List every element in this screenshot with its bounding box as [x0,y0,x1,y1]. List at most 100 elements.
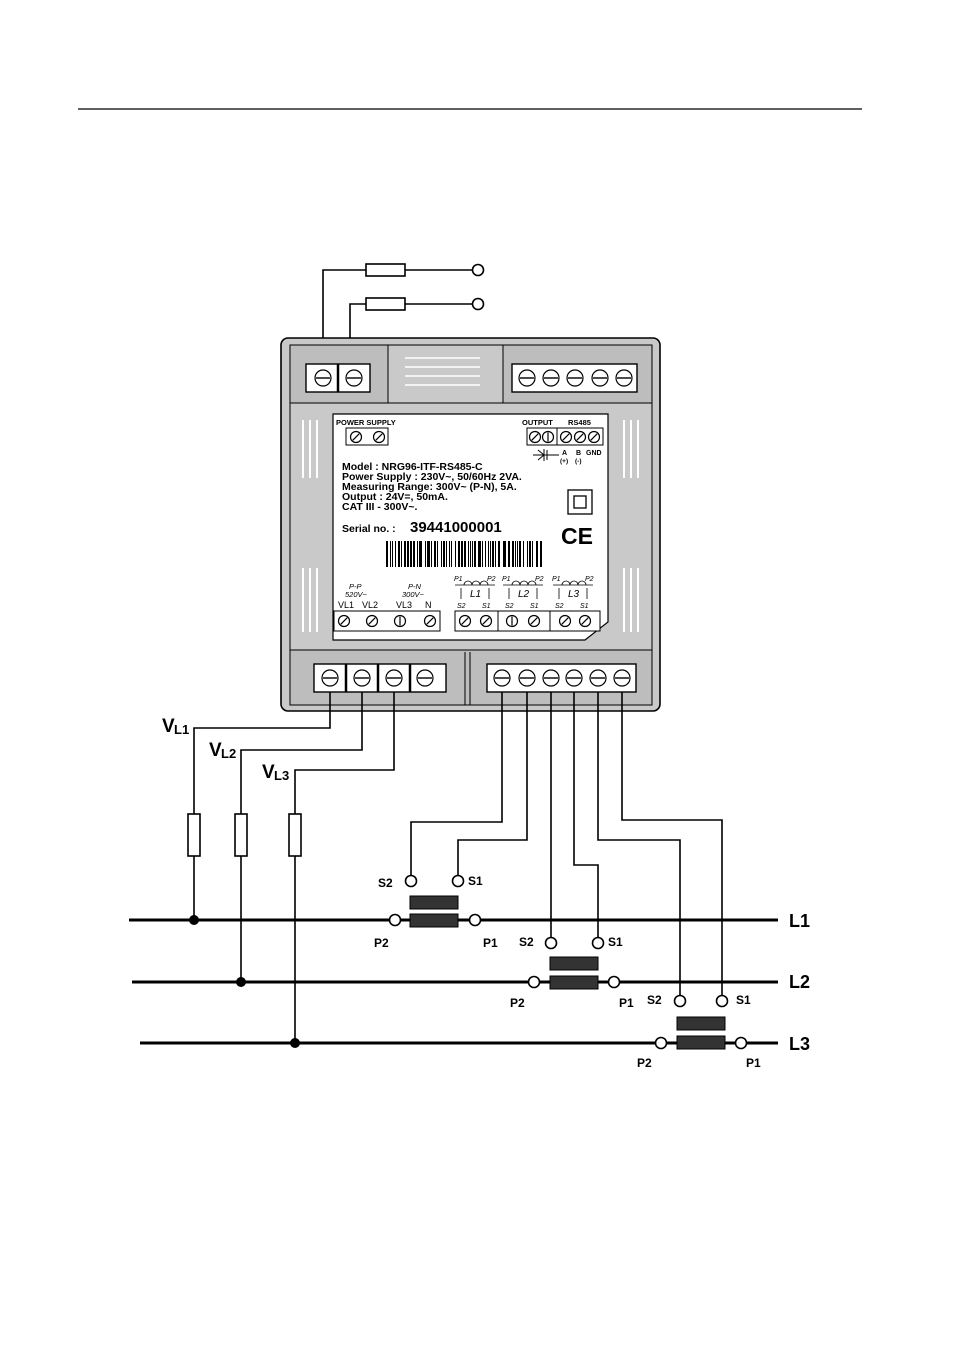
ct-l1-p1: P1 [483,936,498,950]
voltage-screw-2 [353,669,371,687]
current-screw-5 [589,669,607,687]
supply-fuse-1 [365,263,406,277]
spec-line-model: Model : NRG96-ITF-RS485-C [342,461,483,473]
ct-l2-s1: S1 [608,935,623,949]
voltage-screw-1 [321,669,339,687]
spec-line-output: Output : 24V=, 50mA. [342,491,448,503]
line-label-l3: L3 [789,1034,810,1054]
ct-l1-p2: P2 [374,936,389,950]
ct-symbol-s1: S1 [580,603,589,610]
label-voltage-screws [333,610,441,632]
vl3-label: V L3 [262,762,289,783]
output-label: OUTPUT [522,418,553,427]
ct-l3-p1: P1 [746,1056,761,1070]
ct-l1: S2 S1 P2 P1 [374,874,498,950]
ct-l3-s2: S2 [647,993,662,1007]
label-bottom-screw-3 [393,614,407,628]
transistor-icon [533,449,559,461]
comm-screw-2 [542,369,560,387]
junction-l3 [290,1038,300,1048]
ce-mark: CE [561,523,593,549]
label-bottom-screw-8 [527,614,541,628]
ct-l3-s1: S1 [736,993,751,1007]
rs485-a-polarity: (+) [560,458,568,465]
ct-l2: S2 S1 P2 P1 [510,935,634,1010]
vl2-label-main: V [209,740,222,761]
label-bottom-screw-5 [458,614,472,628]
voltage-screw-4 [416,669,434,687]
current-screw-2 [518,669,536,687]
supply-fuse-2 [365,297,406,311]
vl3-terminal-label: VL3 [396,600,412,610]
spec-line-power: Power Supply : 230V~, 50/60Hz 2VA. [342,471,522,483]
spec-line-range: Measuring Range: 300V~ (P-N), 5A. [342,481,517,493]
pn-label: P-N [408,582,422,591]
label-ct3-screws [549,610,601,632]
vl3-label-sub: L3 [274,768,289,783]
current-screw-6 [613,669,631,687]
power-supply-label: POWER SUPPLY [336,418,396,427]
label-top-screw-4 [541,430,555,444]
label-top-screw-1 [349,430,363,444]
line-label-l2: L2 [789,972,810,992]
junction-l2 [236,977,246,987]
serial-label: Serial no. : [342,523,396,535]
voltage-fuse-l1 [187,813,201,857]
comm-screw-5 [615,369,633,387]
comm-screw-1 [518,369,536,387]
label-bottom-screw-7 [505,614,519,628]
ct-l3: S2 S1 P2 P1 [637,993,761,1070]
vl1-label-main: V [162,716,175,737]
vl2-label-sub: L2 [221,746,236,761]
ct-symbol-line: L2 [518,589,530,600]
voltage-fuse-l2 [234,813,248,857]
label-bottom-screw-10 [578,614,592,628]
ct-symbol-p1: P1 [502,576,511,583]
ct-symbol-p2: P2 [487,576,496,583]
current-screw-4 [565,669,583,687]
supply-terminal-2 [471,297,485,311]
n-terminal-label: N [425,600,432,610]
ct-l3-p2: P2 [637,1056,652,1070]
label-top-screw-6 [573,430,587,444]
ct-symbol-line: L1 [470,589,481,600]
ct-symbol-s1: S1 [530,603,539,610]
label-top-screw-2 [372,430,386,444]
vl3-label-main: V [262,762,275,783]
rs485-b-polarity: (-) [575,458,582,465]
spec-text: Model : NRG96-ITF-RS485-C Power Supply :… [342,461,522,513]
ct-l2-p1: P1 [619,996,634,1010]
junction-l1 [189,915,199,925]
current-wires [410,692,723,996]
vl2-terminal-label: VL2 [362,600,378,610]
current-screw-1 [493,669,511,687]
label-bottom-screw-2 [365,614,379,628]
ct-l1-s2: S2 [378,876,393,890]
ct-symbol-s2: S2 [505,603,514,610]
vl2-label: V L2 [209,740,236,761]
current-terminal-block [486,663,637,693]
label-bottom-screw-6 [479,614,493,628]
rs485-label: RS485 [568,418,591,427]
rs485-gnd-label: GND [586,450,602,457]
spec-line-cat: CAT III - 300V~. [342,501,417,513]
label-bottom-screw-4 [423,614,437,628]
barcode [386,541,542,567]
voltage-wires [193,692,395,1043]
pn-value: 300V~ [402,590,425,599]
ct-symbol-s2: S2 [457,603,466,610]
double-insulation-icon [567,489,593,515]
comm-screw-4 [591,369,609,387]
voltage-fuse-l3 [288,813,302,857]
rs485-b-label: B [576,450,581,457]
label-bottom-screw-9 [558,614,572,628]
ct-l2-s2: S2 [519,935,534,949]
ct-symbol-p2: P2 [585,576,594,583]
vl1-label: V L1 [162,716,189,737]
comm-screw-3 [566,369,584,387]
ct-symbol-line: L3 [568,589,580,600]
